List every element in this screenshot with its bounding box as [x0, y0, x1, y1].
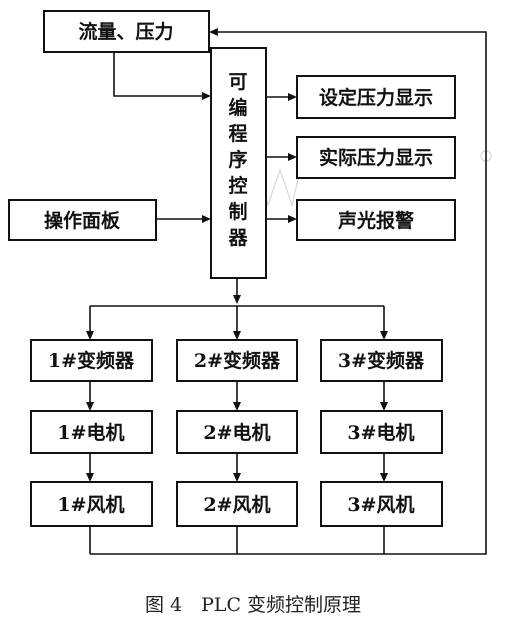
inverter-2-label: 2#变频器	[194, 349, 281, 372]
alarm-box	[296, 199, 456, 241]
inverter-1-box	[30, 339, 153, 382]
flow-pressure-box	[43, 10, 210, 53]
plc-label-char: 器	[227, 227, 248, 249]
inv3-to-motor3-arrow	[380, 402, 388, 411]
feedback-loop-line	[90, 31, 487, 555]
flow-pressure-label: 流量、压力	[78, 20, 173, 43]
motor1-to-fan1-arrow	[86, 473, 94, 482]
fan-1-box	[30, 481, 153, 527]
plc-down-arrow	[233, 295, 241, 304]
feedback-loop-arrow	[209, 28, 218, 36]
plc-label-char: 编	[228, 96, 247, 119]
fan-2-label: 2#风机	[203, 494, 270, 516]
control-panel-label: 操作面板	[44, 209, 121, 232]
set-pressure-box	[296, 75, 456, 119]
control-panel-box	[8, 199, 157, 241]
flow-to-plc-line	[113, 52, 204, 97]
connectors	[86, 28, 487, 555]
fan-1-label: 1#风机	[57, 494, 124, 516]
motor3-to-fan3-arrow	[380, 473, 388, 482]
plc-label: 可 编 程 序 控 制 器	[227, 71, 248, 249]
plc-label-char: 制	[228, 200, 247, 223]
flow-to-plc-arrow	[202, 92, 211, 100]
motor-1-box	[30, 410, 153, 454]
set-pressure-label: 设定压力显示	[319, 86, 433, 109]
motor-2-label: 2#电机	[203, 421, 270, 444]
bus-to-inv2-arrow	[233, 331, 241, 340]
fan-3-label: 3#风机	[347, 494, 414, 516]
bus-to-inv3-arrow	[380, 331, 388, 340]
alarm-label: 声光报警	[337, 209, 414, 232]
actual-pressure-box	[296, 136, 456, 179]
plc-label-char: 可	[228, 71, 247, 93]
fan-2-box	[176, 481, 298, 527]
fan-3-box	[320, 481, 443, 527]
inverter-2-box	[176, 339, 298, 382]
inverter-3-box	[320, 339, 443, 382]
bus-to-inv1-arrow	[86, 331, 94, 340]
motor-3-label: 3#电机	[347, 421, 414, 444]
panel-to-plc-arrow	[202, 215, 211, 223]
inverter-3-label: 3#变频器	[338, 349, 425, 372]
plc-to-actual-arrow	[288, 153, 297, 161]
inv1-to-motor1-arrow	[86, 402, 94, 411]
actual-pressure-label: 实际压力显示	[319, 146, 433, 169]
figure-caption: 图 4 PLC 变频控制原理	[145, 594, 361, 616]
plc-box	[210, 47, 267, 279]
inverter-1-label: 1#变频器	[48, 349, 135, 372]
motor-3-box	[320, 410, 443, 454]
motor-1-label: 1#电机	[57, 421, 124, 444]
motor-2-box	[176, 410, 298, 454]
plc-label-char: 程	[228, 123, 247, 145]
inv2-to-motor2-arrow	[233, 402, 241, 411]
plc-to-alarm-arrow	[288, 215, 297, 223]
plc-to-set-arrow	[288, 93, 297, 101]
plc-label-char: 序	[228, 148, 247, 171]
motor2-to-fan2-arrow	[233, 473, 241, 482]
plc-label-char: 控	[228, 174, 247, 197]
